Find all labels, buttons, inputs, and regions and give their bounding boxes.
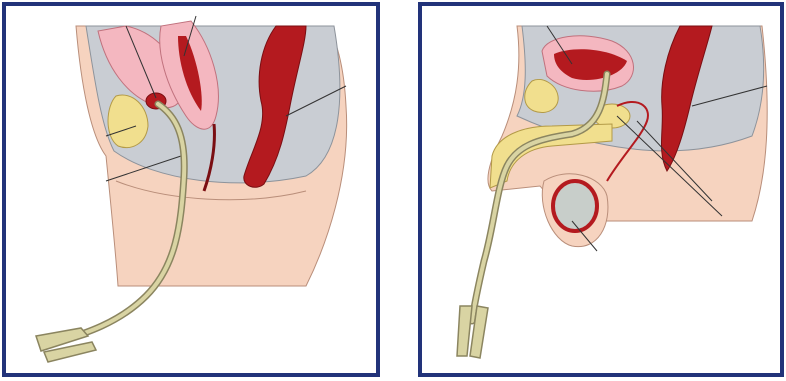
panel-illustration-name: male-pelvis-catheter xyxy=(422,373,423,374)
male-catheter-panel: male-pelvis-catheter xyxy=(418,2,784,377)
female-pelvis-illustration xyxy=(6,6,376,373)
panel-illustration-name: female-pelvis-catheter xyxy=(6,373,7,374)
testis xyxy=(553,181,597,231)
female-catheter-panel: female-pelvis-catheter xyxy=(2,2,380,377)
male-pelvis-illustration xyxy=(422,6,780,373)
